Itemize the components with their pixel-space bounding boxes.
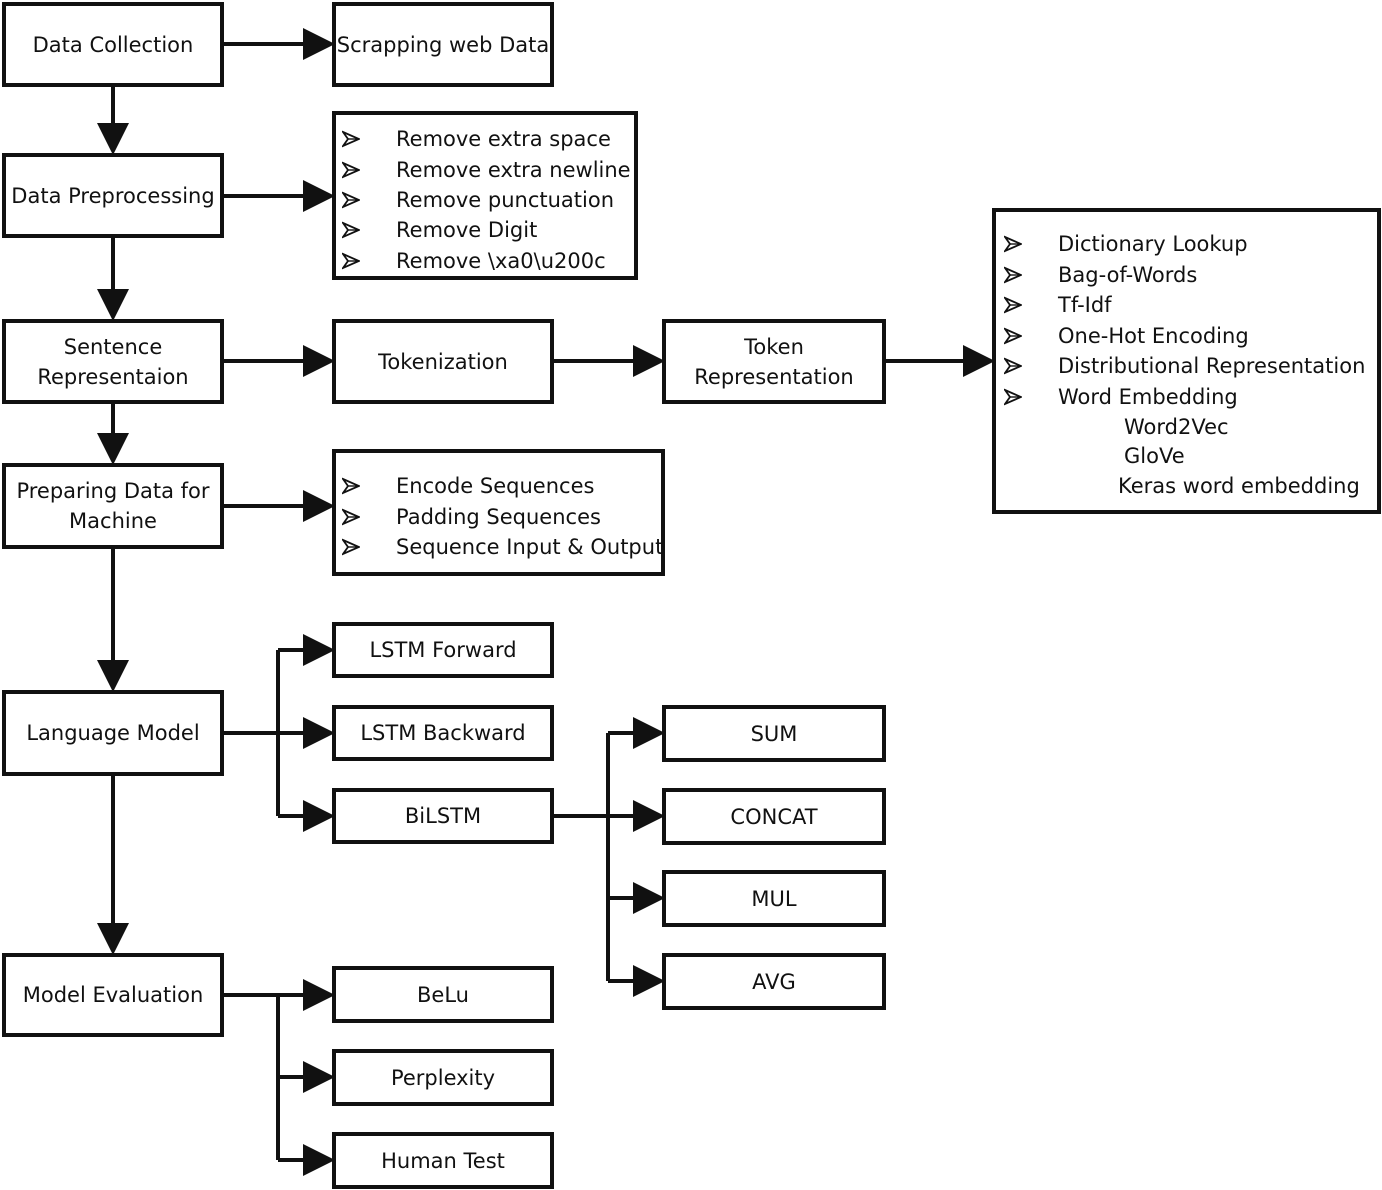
list-item: Padding Sequences xyxy=(342,502,601,533)
preprocessing-step: Remove extra newline xyxy=(396,157,631,182)
avg-label: AVG xyxy=(752,969,796,994)
preparing-steps-box: Encode Sequences Padding Sequences Seque… xyxy=(332,449,665,576)
list-item: Remove Digit xyxy=(342,215,537,245)
token-representation-line-2: Representation xyxy=(694,364,854,389)
lstm-forward-label: LSTM Forward xyxy=(369,638,517,662)
arrowhead-bullet-icon xyxy=(342,508,360,526)
list-item: Encode Sequences xyxy=(342,471,594,502)
data-collection-label: Data Collection xyxy=(32,32,194,57)
lstm-backward-label: LSTM Backward xyxy=(360,721,526,745)
list-item: Remove \xa0\u200c xyxy=(342,246,606,276)
arrowhead-bullet-icon xyxy=(1004,388,1022,406)
concat-label: CONCAT xyxy=(730,804,818,829)
representation-method: Dictionary Lookup xyxy=(1058,232,1248,257)
perplexity-box: Perplexity xyxy=(332,1049,554,1106)
concat-box: CONCAT xyxy=(662,788,886,845)
list-item: Word Embedding xyxy=(1004,382,1238,413)
preparing-step: Padding Sequences xyxy=(396,504,601,529)
preparing-data-line-2: Machine xyxy=(69,509,157,533)
embedding-item: Word2Vec xyxy=(1124,414,1229,439)
arrowhead-bullet-icon xyxy=(342,222,360,239)
list-item: Dictionary Lookup xyxy=(1004,229,1248,260)
preprocessing-step: Remove Digit xyxy=(396,218,538,243)
scrapping-label: Scrapping web Data xyxy=(336,32,550,57)
preprocessing-step: Remove \xa0\u200c xyxy=(396,248,606,273)
language-model-label: Language Model xyxy=(26,721,200,745)
embedding-item: GloVe xyxy=(1124,444,1185,469)
list-item: One-Hot Encoding xyxy=(1004,321,1249,352)
preprocessing-steps-box: Remove extra space Remove extra newline … xyxy=(332,111,638,280)
mul-box: MUL xyxy=(662,870,886,927)
belu-box: BeLu xyxy=(332,966,554,1023)
arrowhead-bullet-icon xyxy=(1004,266,1022,284)
perplexity-label: Perplexity xyxy=(390,1065,496,1090)
representation-methods-box: Dictionary Lookup Bag-of-Words Tf-Idf On… xyxy=(992,208,1381,514)
list-item: Remove extra newline xyxy=(342,154,631,184)
preprocessing-step: Remove extra space xyxy=(396,127,611,152)
mul-label: MUL xyxy=(751,886,797,911)
arrowhead-bullet-icon xyxy=(342,538,360,556)
arrowhead-bullet-icon xyxy=(342,161,360,179)
representation-method: Word Embedding xyxy=(1058,384,1238,409)
embedding-item: Keras word embedding xyxy=(1118,473,1360,498)
list-item: Bag-of-Words xyxy=(1004,260,1197,291)
bilstm-label: BiLSTM xyxy=(404,804,482,828)
list-item: Sequence Input & Output xyxy=(342,532,663,563)
arrowhead-bullet-icon xyxy=(342,477,360,495)
belu-label: BeLu xyxy=(417,982,469,1007)
preprocessing-step: Remove punctuation xyxy=(396,188,615,213)
language-model-box: Language Model xyxy=(2,690,224,776)
token-representation-box: Token Representation xyxy=(662,319,886,404)
arrowhead-bullet-icon xyxy=(342,191,360,209)
arrowhead-bullet-icon xyxy=(342,252,360,270)
list-item: Tf-Idf xyxy=(1004,290,1112,321)
representation-method: One-Hot Encoding xyxy=(1058,323,1249,348)
sentence-representation-line-1: Sentence xyxy=(63,334,163,359)
arrowhead-bullet-icon xyxy=(1004,357,1022,375)
tokenization-label: Tokenization xyxy=(378,349,508,374)
sentence-representation-box: Sentence Representaion xyxy=(2,319,224,404)
preparing-data-box: Preparing Data for Machine xyxy=(2,463,224,549)
bilstm-box: BiLSTM xyxy=(332,788,554,844)
tokenization-box: Tokenization xyxy=(332,319,554,404)
representation-method: Bag-of-Words xyxy=(1058,262,1198,287)
token-representation-line-1: Token xyxy=(744,334,804,359)
sentence-representation-line-2: Representaion xyxy=(37,364,189,389)
model-evaluation-box: Model Evaluation xyxy=(2,953,224,1037)
arrowhead-bullet-icon xyxy=(342,130,360,148)
representation-method: Distributional Representation xyxy=(1058,354,1366,379)
list-item: Distributional Representation xyxy=(1004,351,1365,382)
arrowhead-bullet-icon xyxy=(1004,327,1022,345)
sum-label: SUM xyxy=(750,721,798,746)
model-evaluation-label: Model Evaluation xyxy=(22,983,204,1007)
arrowhead-bullet-icon xyxy=(1004,235,1022,253)
scrapping-box: Scrapping web Data xyxy=(332,2,554,87)
lstm-forward-box: LSTM Forward xyxy=(332,622,554,678)
human-test-box: Human Test xyxy=(332,1132,554,1189)
data-preprocessing-label: Data Preprocessing xyxy=(11,183,215,208)
preparing-step: Encode Sequences xyxy=(396,474,595,499)
data-preprocessing-box: Data Preprocessing xyxy=(2,153,224,238)
representation-method: Tf-Idf xyxy=(1058,293,1112,318)
arrowhead-bullet-icon xyxy=(1004,296,1022,314)
preparing-step: Sequence Input & Output xyxy=(396,535,664,560)
human-test-label: Human Test xyxy=(381,1148,505,1173)
list-item: Remove extra space xyxy=(342,124,611,154)
avg-box: AVG xyxy=(662,953,886,1010)
data-collection-box: Data Collection xyxy=(2,2,224,87)
lstm-backward-box: LSTM Backward xyxy=(332,705,554,761)
list-item: Remove punctuation xyxy=(342,185,614,215)
preparing-data-line-1: Preparing Data for xyxy=(16,479,210,503)
sum-box: SUM xyxy=(662,705,886,762)
